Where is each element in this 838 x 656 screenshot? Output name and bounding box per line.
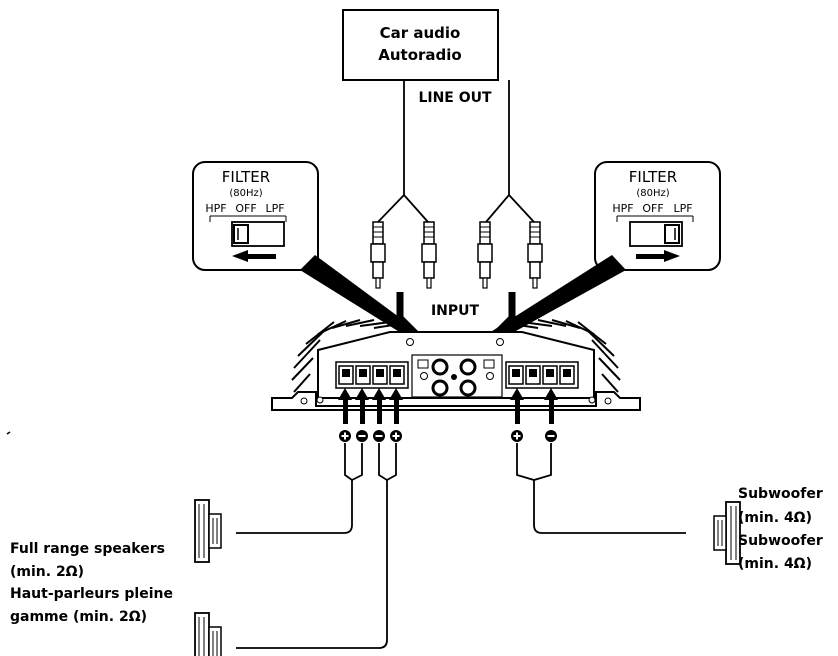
rca-plug-3 <box>477 221 493 289</box>
filter-left-lpf: LPF <box>265 202 284 215</box>
car-audio-label: Car audio <box>380 24 461 42</box>
terminal-1 <box>338 365 354 385</box>
polarity-minus-6 <box>544 429 558 443</box>
speakers-left-line1: Full range speakers <box>10 541 165 557</box>
car-audio-box <box>342 9 499 81</box>
polarity-plus-1 <box>338 429 352 443</box>
speakers-right-line2: (min. 4Ω) <box>738 510 812 526</box>
autoradio-label: Autoradio <box>378 46 461 64</box>
filter-left-freq: (80Hz) <box>229 188 262 199</box>
filter-left-hpf: HPF <box>205 202 226 215</box>
speakers-right-line4: (min. 4Ω) <box>738 556 812 572</box>
filter-right-direction-arrow <box>636 250 680 262</box>
polarity-plus-4 <box>389 429 403 443</box>
filter-left-title: FILTER <box>222 168 270 186</box>
terminal-5 <box>508 365 524 385</box>
filter-right-off: OFF <box>642 202 663 215</box>
filter-left-direction-arrow <box>232 250 276 262</box>
filter-right-hpf: HPF <box>612 202 633 215</box>
filter-switch-left: FILTER (80Hz) HPF OFF LPF <box>192 161 434 346</box>
terminal-2 <box>355 365 371 385</box>
speakers-right-line3: Subwoofer <box>738 533 823 549</box>
rca-plug-2 <box>421 221 437 289</box>
line-out-cables <box>377 80 535 223</box>
filter-right-freq: (80Hz) <box>636 188 669 199</box>
filter-right-lpf: LPF <box>673 202 692 215</box>
speakers-left-line2: (min. 2Ω) <box>10 564 84 580</box>
filter-switch-right: FILTER (80Hz) HPF OFF LPF <box>478 161 721 347</box>
input-label: INPUT <box>431 303 480 319</box>
polarity-plus-5 <box>510 429 524 443</box>
full-range-speaker-1 <box>194 499 222 563</box>
line-out-label: LINE OUT <box>418 90 492 106</box>
amplifier <box>271 319 641 411</box>
speaker-wires <box>236 443 686 649</box>
rca-plug-4 <box>527 221 543 289</box>
rca-plug-1 <box>370 221 386 289</box>
terminal-3 <box>372 365 388 385</box>
polarity-minus-2 <box>355 429 369 443</box>
terminal-8 <box>559 365 575 385</box>
speakers-right-line1: Subwoofer <box>738 486 823 502</box>
filter-right-title: FILTER <box>629 168 677 186</box>
filter-left-off: OFF <box>235 202 256 215</box>
terminal-7 <box>542 365 558 385</box>
terminal-6 <box>525 365 541 385</box>
speaker-arrows-left <box>338 388 403 424</box>
speaker-arrows-right <box>510 388 558 424</box>
speakers-left-line4: gamme (min. 2Ω) <box>10 609 147 625</box>
polarity-minus-3 <box>372 429 386 443</box>
subwoofer-speaker <box>713 501 741 565</box>
terminal-4 <box>389 365 405 385</box>
full-range-speaker-2 <box>194 612 222 656</box>
speakers-left-line3: Haut-parleurs pleine <box>10 586 173 602</box>
